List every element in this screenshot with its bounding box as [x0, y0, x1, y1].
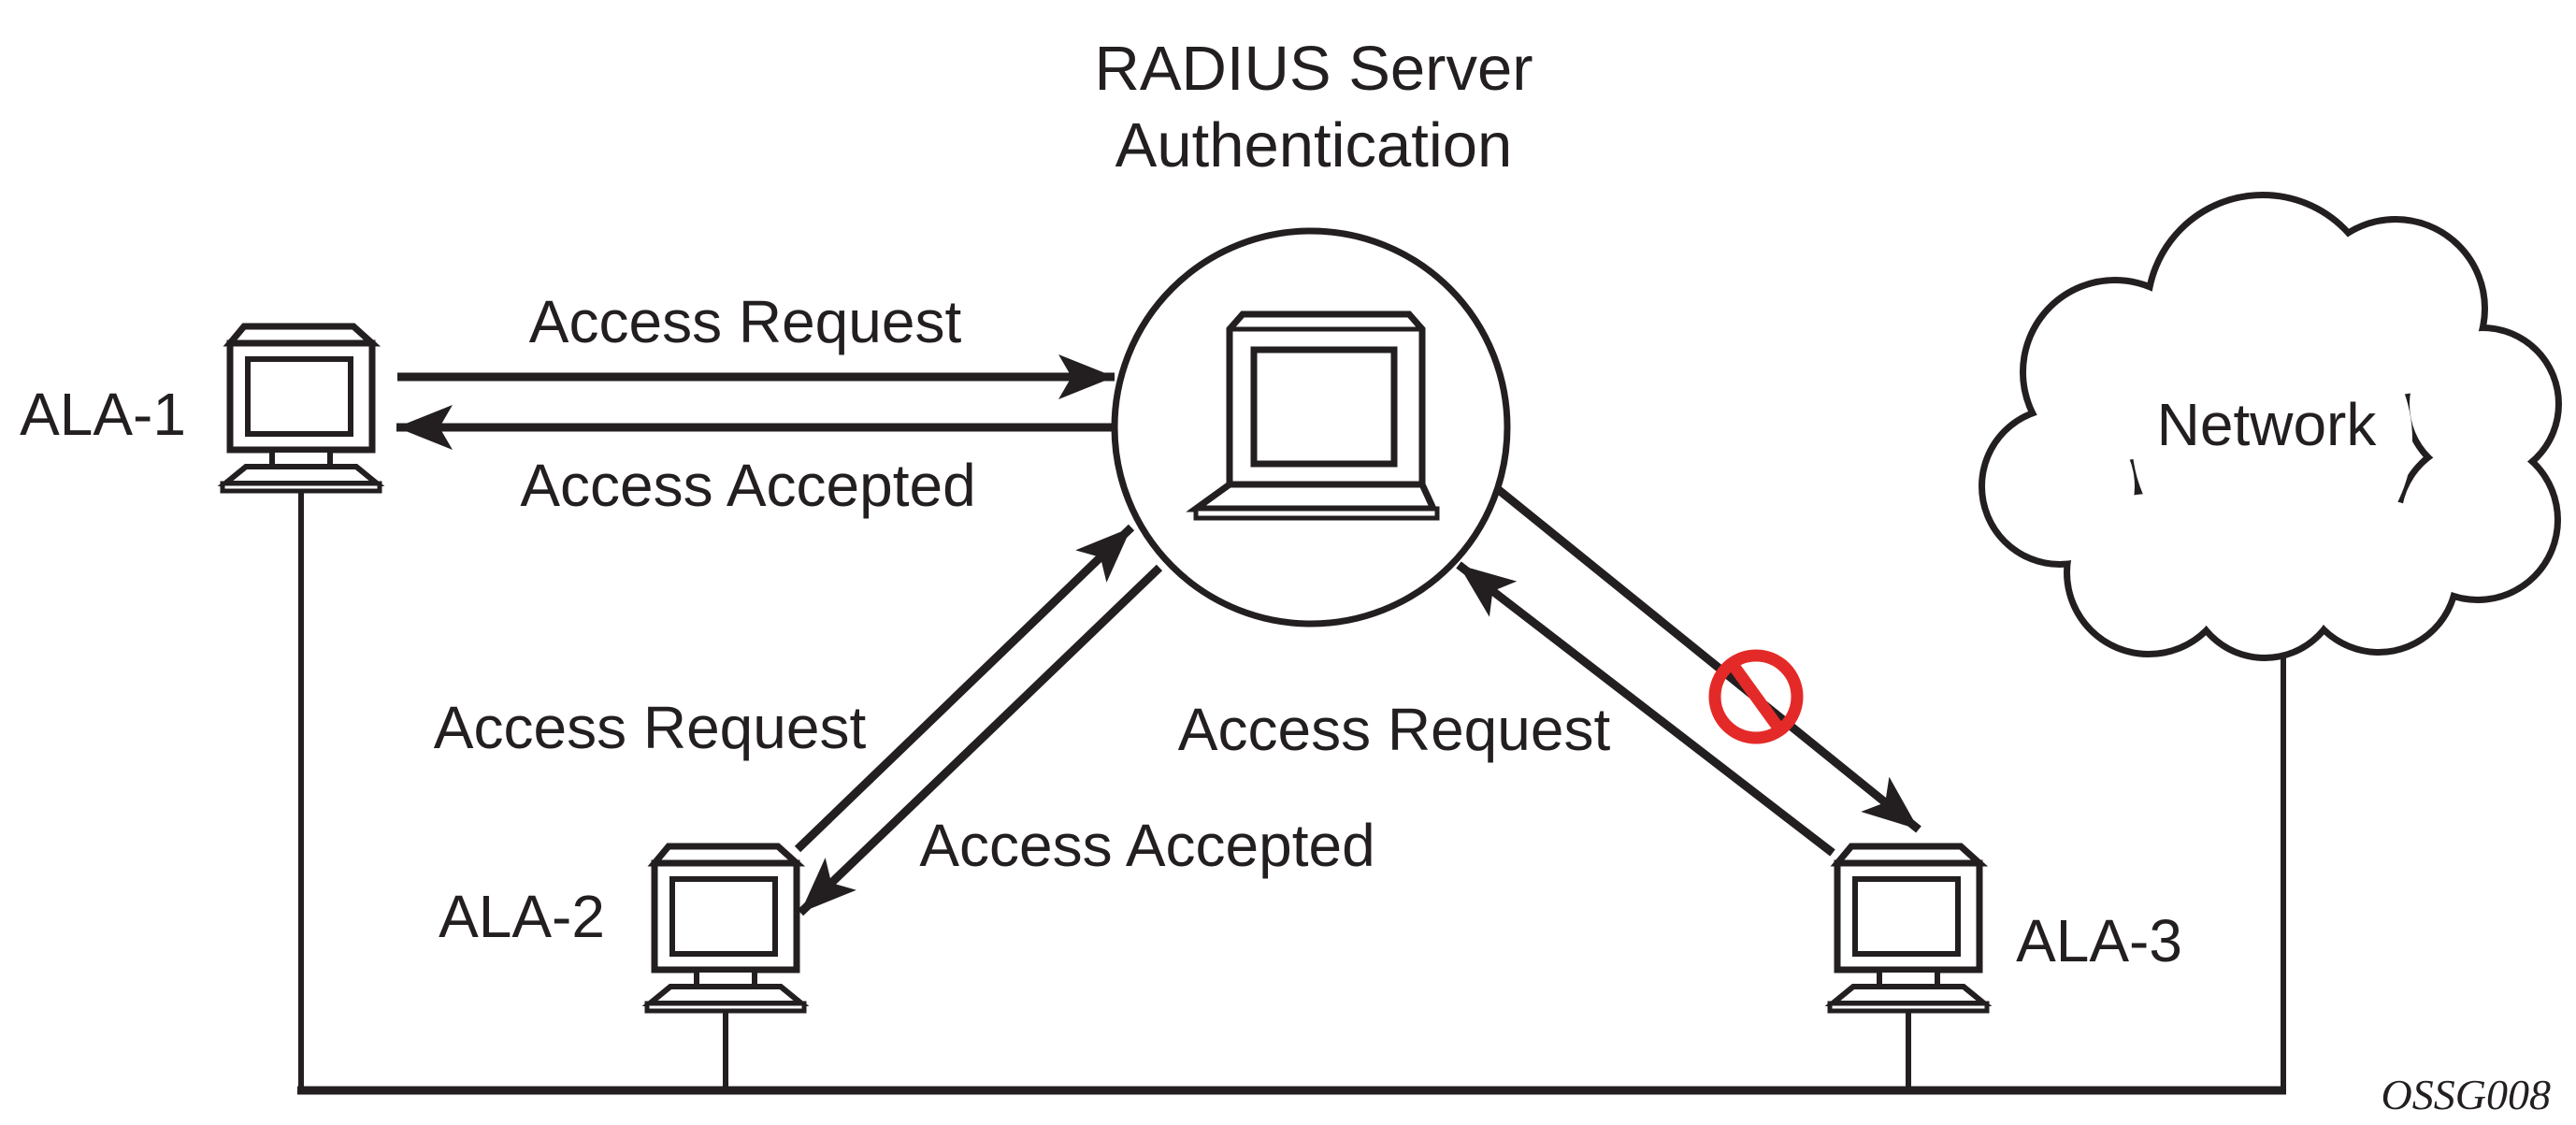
ala1-computer-icon [223, 326, 380, 491]
radius-server-icon [1111, 227, 1511, 627]
message-arrows [396, 354, 1921, 916]
ala3-denied-response-arrow [1496, 486, 1921, 833]
ala3-access-request-label: Access Request [1178, 696, 1611, 763]
diagram-title-line2: Authentication [1115, 110, 1513, 180]
figure-code: OSSG008 [2382, 1071, 2551, 1118]
prohibition-icon [1708, 649, 1804, 744]
ala1-label: ALA-1 [20, 381, 186, 448]
cloud-icon [1979, 192, 2562, 661]
ala2-access-request-label: Access Request [434, 694, 867, 761]
ala3-label: ALA-3 [2016, 907, 2182, 974]
ala3-computer-icon [1830, 846, 1987, 1011]
ala2-access-request-arrow [794, 524, 1135, 853]
ala2-computer-icon [647, 846, 804, 1011]
ala2-access-accepted-arrow [797, 564, 1163, 916]
ala1-access-accepted-label: Access Accepted [520, 452, 975, 519]
network-cloud-label: Network [2157, 391, 2378, 458]
ala2-access-accepted-label: Access Accepted [919, 812, 1374, 879]
diagram-title-line1: RADIUS Server [1094, 34, 1533, 104]
ala3-access-request-arrow [1456, 561, 1835, 857]
laptop-icon [1186, 310, 1440, 521]
ala1-access-request-label: Access Request [529, 288, 962, 355]
ala2-label: ALA-2 [439, 883, 605, 950]
